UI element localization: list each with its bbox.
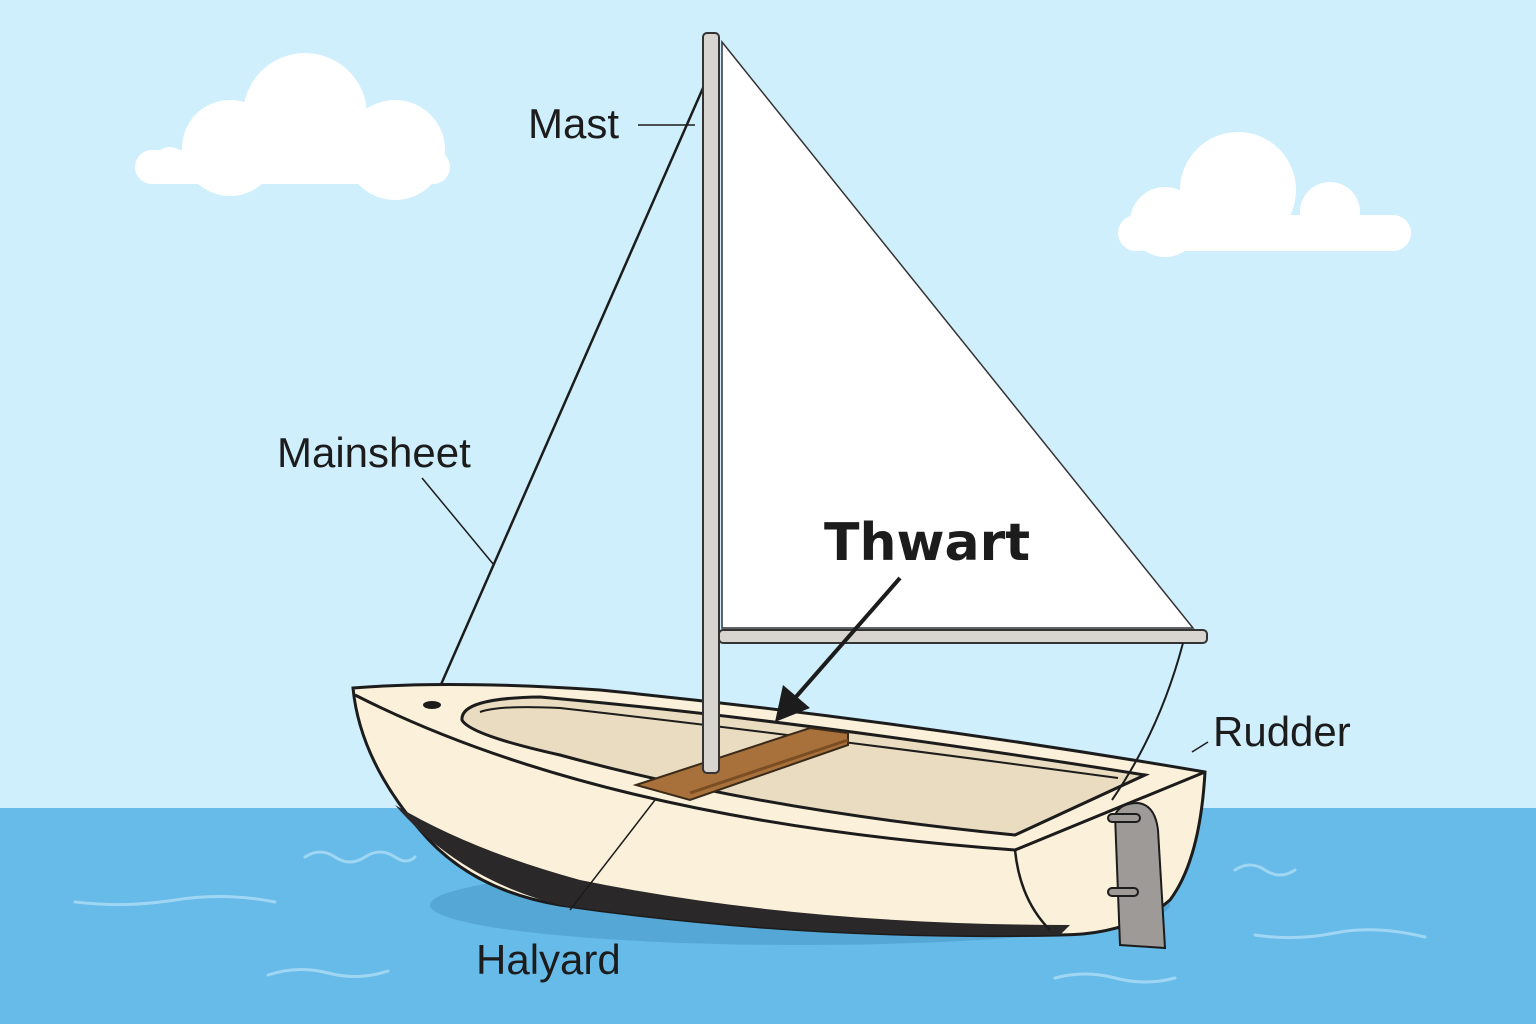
cockpit (460, 695, 1151, 837)
halyard-line (1111, 642, 1184, 801)
boom (718, 629, 1208, 644)
waves (73, 850, 1427, 984)
rudder (1113, 801, 1167, 950)
mainsheet-leader (421, 477, 495, 566)
mast (702, 32, 720, 774)
label-halyard: Halyard (476, 936, 621, 983)
label-rudder: Rudder (1213, 708, 1351, 755)
rudder-pintle-top (1107, 813, 1141, 823)
label-mast: Mast (528, 100, 619, 147)
transom-edge (1013, 849, 1051, 931)
arrow-head-icon (775, 685, 810, 722)
mainsheet-fitting (423, 701, 441, 709)
halyard-leader (569, 799, 656, 911)
sail (721, 39, 1195, 629)
gunwale (354, 693, 1206, 852)
mainsheet-line (430, 87, 705, 706)
label-mainsheet: Mainsheet (277, 429, 471, 476)
cloud-left (135, 53, 450, 200)
thwart-edge (689, 738, 849, 795)
thwart-arrow (775, 576, 902, 722)
thwart (632, 726, 849, 802)
label-thwart: Thwart (824, 513, 1030, 573)
hull-bottom (395, 805, 1070, 936)
rudder-pintle-bottom (1107, 887, 1139, 897)
cockpit-rim (479, 706, 1119, 779)
leader-lines (421, 124, 1209, 911)
rudder-leader (1191, 741, 1209, 753)
cloud-right (1118, 132, 1411, 257)
